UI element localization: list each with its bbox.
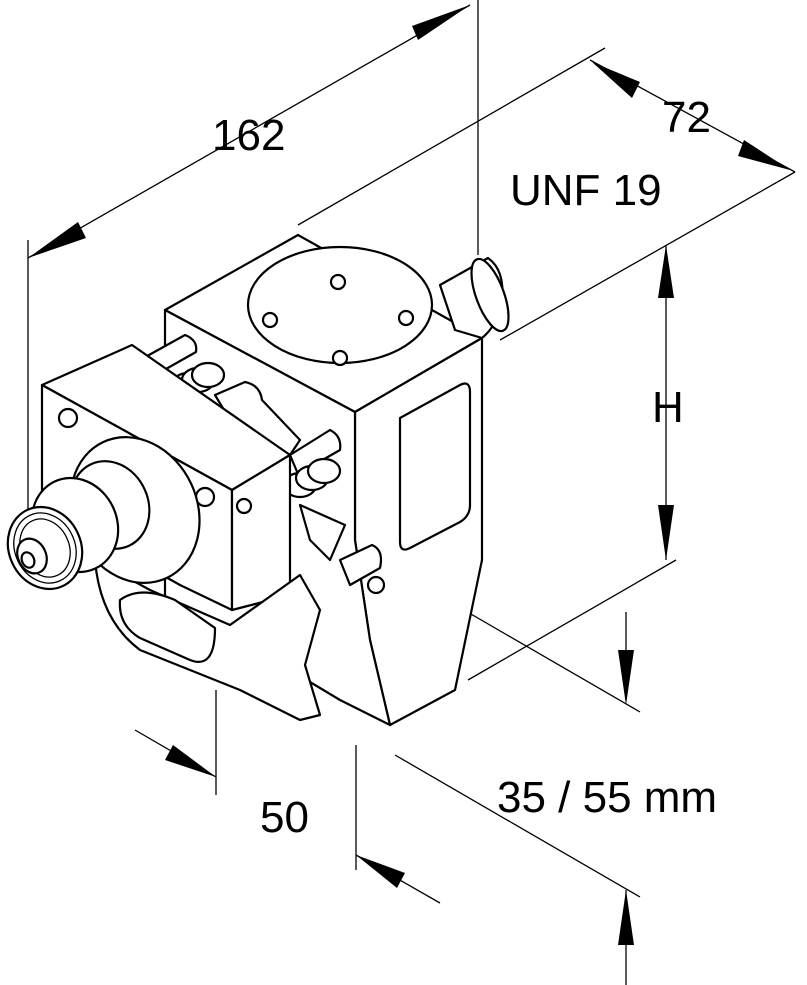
- side-slot: [398, 382, 472, 551]
- label-depth: 50: [260, 793, 309, 842]
- label-thread: UNF 19: [510, 166, 662, 215]
- dimension-lines: [27, 0, 796, 985]
- label-width: 72: [662, 93, 711, 142]
- knob: [6, 436, 201, 591]
- label-height: H: [652, 383, 684, 432]
- label-range: 35 / 55 mm: [497, 773, 717, 822]
- spring-lower: [282, 457, 342, 499]
- cover-plate: [246, 245, 434, 365]
- cover-screws: [261, 273, 415, 367]
- guide-rods: [138, 333, 386, 595]
- label-length: 162: [212, 111, 285, 160]
- dimension-labels: 162 72 UNF 19 H 50 35 / 55 mm: [212, 93, 717, 842]
